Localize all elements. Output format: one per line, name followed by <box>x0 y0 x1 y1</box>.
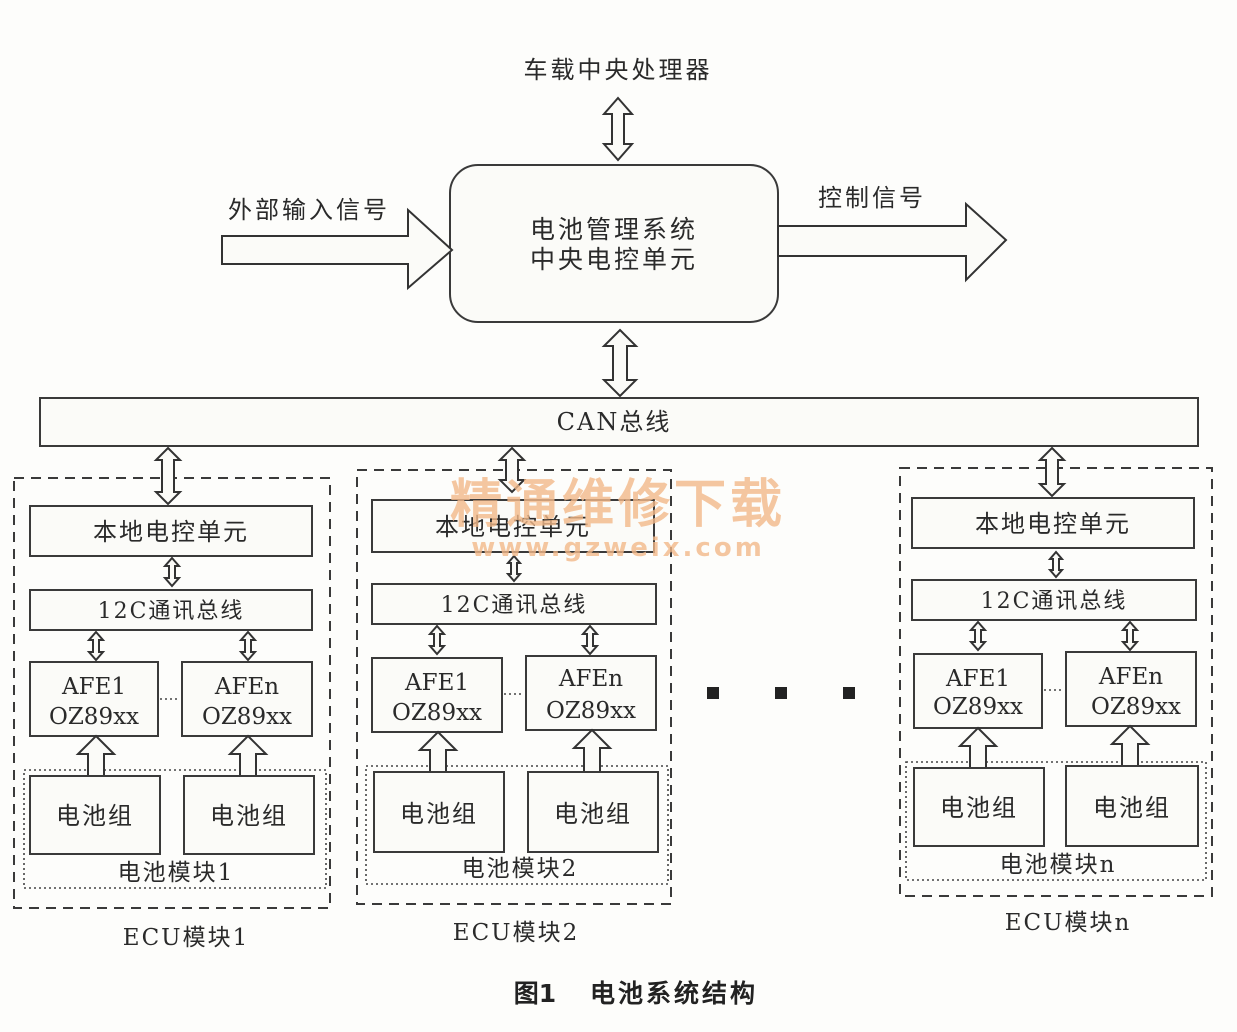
local-i2c-arrow <box>162 556 182 588</box>
afe-chip-left <box>29 661 159 737</box>
local-control-unit <box>29 505 313 557</box>
afe-chip-right <box>525 655 657 731</box>
control-signal-label: 控制信号 <box>818 184 926 212</box>
local-control-unit-label: 本地电控单元 <box>975 510 1131 538</box>
can-bus-label: CAN总线 <box>557 408 672 436</box>
i2c-bus-label: 12C通讯总线 <box>441 593 588 618</box>
battery-pack-right-label: 电池组 <box>210 802 288 830</box>
figure-number: 图1 <box>514 979 556 1008</box>
pack-afe-left-arrow <box>417 730 459 773</box>
input-signal-label: 外部输入信号 <box>228 196 390 224</box>
afe-right-model: OZ89xx <box>202 704 292 730</box>
battery-module-label: 电池模块n <box>1000 852 1117 878</box>
local-i2c-arrow <box>1047 550 1065 579</box>
central-unit-line1: 电池管理系统 <box>530 215 698 244</box>
battery-pack-right <box>183 775 315 855</box>
local-control-unit <box>911 497 1195 549</box>
afe-left-model: OZ89xx <box>933 694 1023 720</box>
ellipsis-dot <box>707 687 719 699</box>
afe-chip-left <box>371 657 503 733</box>
ellipsis-dot <box>775 687 787 699</box>
afe-left-name: AFE1 <box>945 666 1010 692</box>
afe-left-model: OZ89xx <box>392 700 482 726</box>
battery-pack-right-label: 电池组 <box>554 800 632 828</box>
ecu-module-2: 本地电控单元 12C通讯总线 AFE1 OZ89xx AFEn OZ89xx 电… <box>356 446 672 946</box>
i2c-bus-label: 12C通讯总线 <box>981 589 1128 614</box>
battery-pack-left <box>29 775 161 855</box>
afe-chip-right <box>181 661 313 737</box>
center-can-double-arrow <box>601 328 639 398</box>
can-ecun-double-arrow <box>1037 446 1067 498</box>
ellipsis-dot <box>843 687 855 699</box>
afe-right-name: AFEn <box>214 674 279 700</box>
i2c-afe1-arrow <box>968 620 988 652</box>
i2c-bus-label: 12C通讯总线 <box>98 599 245 624</box>
can-bus <box>39 397 1199 447</box>
pack-afe-right-arrow <box>571 728 613 773</box>
battery-pack-left <box>373 771 505 853</box>
processor-label: 车载中央处理器 <box>524 56 713 84</box>
battery-module-border <box>23 769 327 889</box>
pack-afe-left-arrow <box>957 726 999 769</box>
figure-title: 电池系统结构 <box>590 979 758 1008</box>
battery-module-label: 电池模块2 <box>462 856 579 882</box>
pack-afe-left-arrow <box>75 734 117 777</box>
afe-left-name: AFE1 <box>404 670 469 696</box>
afe-right-name: AFEn <box>558 666 623 692</box>
ecu-module-label: ECU模块2 <box>453 920 579 946</box>
afe-right-model: OZ89xx <box>546 698 636 724</box>
battery-pack-left <box>913 767 1045 847</box>
central-unit-line2: 中央电控单元 <box>530 245 698 274</box>
local-control-unit <box>371 499 655 553</box>
i2c-afen-arrow <box>238 630 258 662</box>
afe-left-model: OZ89xx <box>49 704 139 730</box>
module-ellipsis <box>707 687 855 699</box>
battery-pack-left-label: 电池组 <box>940 794 1018 822</box>
watermark-url: www.gzweix.com <box>471 533 765 563</box>
local-control-unit-label: 本地电控单元 <box>93 518 249 546</box>
i2c-bus <box>371 583 657 625</box>
local-control-unit-label: 本地电控单元 <box>435 513 591 541</box>
battery-pack-right <box>527 771 659 853</box>
control-signal-arrow <box>777 201 1008 283</box>
watermark-title: 精通维修下载 <box>450 475 786 535</box>
ecu-module-n: 本地电控单元 12C通讯总线 AFE1 OZ89xx AFEn OZ89xx 电… <box>899 446 1213 936</box>
battery-pack-left-label: 电池组 <box>56 802 134 830</box>
afe-chip-left <box>913 653 1043 729</box>
ecu-module-label: ECU模块n <box>1005 910 1132 936</box>
i2c-afe1-arrow <box>427 624 447 656</box>
input-signal-arrow <box>221 207 454 291</box>
battery-module-border <box>365 765 669 885</box>
ecu-module-1: 本地电控单元 12C通讯总线 AFE1 OZ89xx AFEn OZ89xx 电… <box>13 446 331 951</box>
battery-pack-left-label: 电池组 <box>400 800 478 828</box>
afe-right-model: OZ89xx <box>1091 694 1181 720</box>
battery-module-border <box>905 761 1207 881</box>
can-ecu1-double-arrow <box>153 446 183 506</box>
ecu-module-label: ECU模块1 <box>123 925 249 951</box>
i2c-afen-arrow <box>1120 620 1140 652</box>
battery-pack-right <box>1065 765 1199 847</box>
battery-pack-right-label: 电池组 <box>1093 794 1171 822</box>
i2c-bus <box>911 579 1197 621</box>
i2c-bus <box>29 589 313 631</box>
i2c-afen-arrow <box>580 624 600 656</box>
afe-left-name: AFE1 <box>61 674 126 700</box>
i2c-afe1-arrow <box>86 630 106 662</box>
processor-double-arrow <box>601 96 635 162</box>
battery-module-label: 电池模块1 <box>118 860 235 886</box>
local-i2c-arrow <box>505 554 523 583</box>
can-ecu2-double-arrow <box>497 446 527 494</box>
afe-right-name: AFEn <box>1098 664 1163 690</box>
